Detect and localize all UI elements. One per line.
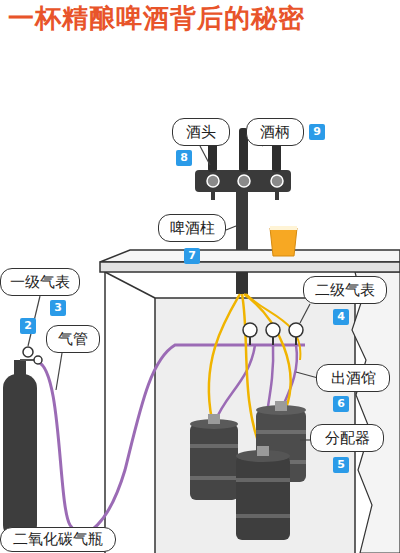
spout	[211, 192, 215, 200]
number-text: 6	[337, 397, 345, 411]
callout-box: 气管	[46, 325, 100, 353]
callout-number: 6	[333, 396, 349, 412]
number-text: 8	[180, 151, 188, 165]
callout-box: 酒头	[172, 118, 230, 146]
callout-box: 二氧化碳气瓶	[0, 527, 116, 552]
keg-rib	[236, 514, 290, 518]
number-text: 5	[337, 458, 345, 472]
coupler	[257, 446, 269, 456]
callout-text: 酒头	[186, 124, 216, 141]
gauge-stem	[249, 337, 251, 345]
title: 一杯精酿啤酒背后的秘密	[8, 2, 400, 34]
cabinet-side	[104, 272, 106, 553]
faucet	[238, 175, 250, 187]
gauge	[243, 323, 257, 337]
keg-rib	[190, 476, 238, 480]
callout-number: 3	[50, 300, 66, 316]
callout-text: 啤酒柱	[170, 220, 215, 237]
regulator-gauge	[34, 356, 42, 364]
keg-rib	[190, 444, 238, 448]
leader-line	[300, 439, 310, 440]
cabinet-edge	[105, 272, 155, 298]
gauge-stem	[295, 337, 297, 345]
gauge	[289, 323, 303, 337]
gauge-stem	[272, 337, 274, 345]
beer-column	[236, 190, 248, 250]
beer-glass	[270, 228, 297, 256]
tower-head	[195, 170, 291, 192]
coupler	[208, 414, 220, 424]
tower-pipe	[236, 272, 248, 294]
faucet	[207, 175, 219, 187]
gas-bottle	[3, 374, 37, 539]
number-text: 9	[313, 125, 321, 139]
keg-rib	[236, 478, 290, 482]
leader-line	[56, 353, 62, 390]
callout-text: 二氧化碳气瓶	[13, 531, 103, 548]
table-edge	[100, 262, 400, 272]
callout-number: 7	[184, 248, 200, 264]
number-text: 4	[337, 310, 345, 324]
callout-box: 酒柄	[246, 118, 304, 146]
callout-number: 8	[176, 150, 192, 166]
table-top	[100, 250, 400, 262]
coupler	[275, 401, 287, 411]
gauge	[266, 323, 280, 337]
torn-edge	[352, 272, 400, 553]
callout-number: 2	[20, 318, 36, 334]
callout-text: 二级气表	[315, 282, 375, 299]
callout-text: 一级气表	[10, 274, 70, 291]
callout-number: 4	[333, 309, 349, 325]
beer-foam	[270, 226, 297, 230]
callout-box: 一级气表	[0, 268, 80, 296]
leader-line	[300, 304, 310, 323]
callout-text: 气管	[58, 331, 88, 348]
callout-text: 酒柄	[260, 124, 290, 141]
number-text: 7	[188, 249, 196, 263]
callout-box: 二级气表	[303, 276, 387, 304]
faucet	[271, 175, 283, 187]
spout	[275, 192, 279, 200]
callout-text: 分配器	[325, 430, 370, 447]
keg-rib	[256, 430, 306, 434]
beer-line	[209, 294, 240, 420]
number-text: 2	[24, 319, 32, 333]
number-text: 3	[54, 301, 62, 315]
keg	[236, 456, 290, 540]
callout-number: 9	[309, 124, 325, 140]
leader-line	[296, 372, 318, 378]
callout-box: 出酒馆	[316, 364, 390, 392]
callout-number: 5	[333, 457, 349, 473]
callout-box: 分配器	[310, 424, 384, 452]
callout-box: 啤酒柱	[158, 214, 226, 242]
leader-line	[226, 226, 236, 230]
leader-line	[200, 146, 210, 165]
regulator-gauge	[23, 347, 33, 357]
bottle-neck	[14, 360, 26, 378]
keg	[190, 424, 238, 500]
callout-text: 出酒馆	[331, 370, 376, 387]
